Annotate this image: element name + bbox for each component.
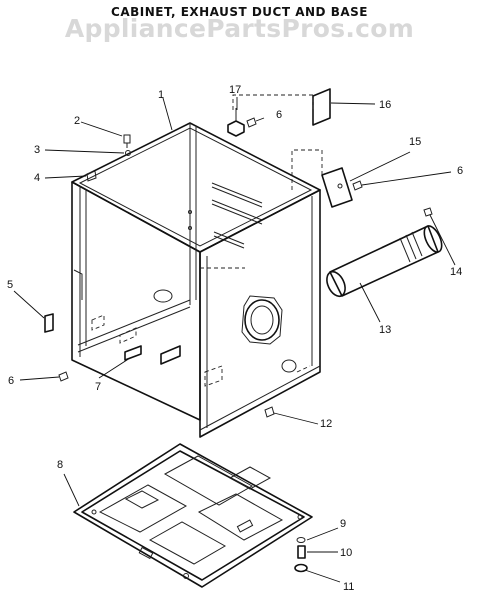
leveling-foot-parts (294, 537, 308, 573)
callout-1: 1 (158, 89, 164, 101)
callout-5: 5 (7, 279, 13, 291)
callout-6-right: 6 (457, 165, 463, 177)
callout-11: 11 (343, 581, 354, 593)
plate-part-7 (124, 345, 142, 361)
screw-part-6-left (58, 371, 69, 382)
label-part-16 (312, 88, 331, 126)
callout-14: 14 (450, 266, 462, 278)
callout-16: 16 (379, 99, 391, 111)
callout-17: 17 (229, 84, 241, 96)
callout-6-left: 6 (8, 375, 14, 387)
cabinet-right-panel (199, 189, 321, 438)
callout-10: 10 (340, 547, 352, 559)
callout-12: 12 (320, 418, 332, 430)
label-part-5 (44, 313, 54, 333)
callout-7: 7 (95, 381, 101, 393)
leveling-leg-part-10 (297, 545, 306, 559)
callout-4: 4 (34, 172, 40, 184)
base-pan (73, 443, 313, 588)
callout-3: 3 (34, 144, 40, 156)
callout-labels: 1 2 3 4 5 6 6 6 7 8 9 10 11 12 13 14 15 … (7, 84, 463, 593)
exhaust-duct-part-13 (326, 225, 443, 298)
screw-part-2 (123, 134, 131, 148)
callout-13: 13 (379, 324, 391, 336)
bracket-part-17 (227, 108, 245, 137)
callout-8: 8 (57, 459, 63, 471)
clip-part-4 (86, 170, 97, 182)
callout-6-top: 6 (276, 109, 282, 121)
cabinet (71, 122, 321, 438)
screw-part-6-top (246, 117, 257, 128)
washer-part-3 (125, 150, 131, 156)
callout-2: 2 (74, 115, 80, 127)
foot-pad-part-11 (294, 563, 308, 573)
screw-part-6-right (352, 180, 363, 191)
screw-part-14 (423, 207, 433, 217)
diagram-title: CABINET, EXHAUST DUCT AND BASE (111, 5, 368, 19)
cover-plate-part-15 (321, 167, 353, 208)
leader-lines (13, 97, 456, 583)
watermark: AppliancePartsPros.com (64, 14, 415, 43)
cabinet-left-panel (71, 181, 201, 421)
callout-15: 15 (409, 136, 421, 148)
callout-9: 9 (340, 518, 346, 530)
screw-part-12 (264, 406, 275, 418)
washer-part-9 (296, 537, 306, 543)
